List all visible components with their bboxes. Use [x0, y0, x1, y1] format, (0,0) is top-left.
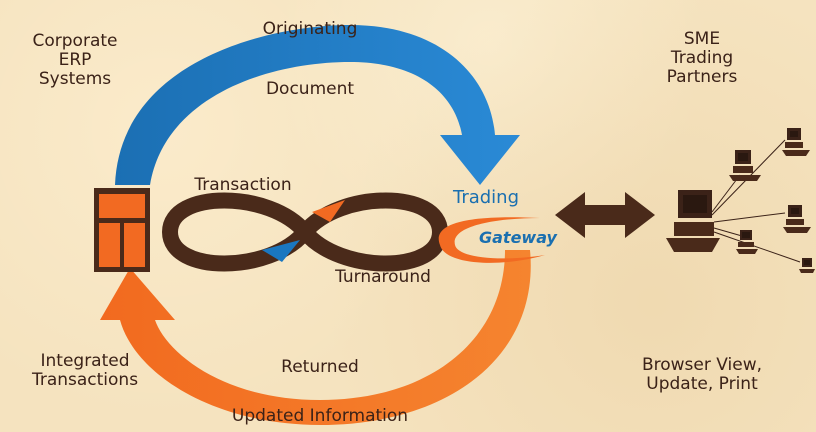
document-label: Document — [265, 79, 355, 99]
computer-network-icon — [666, 128, 815, 273]
main-computer-icon — [666, 190, 720, 252]
gateway-label: Gateway — [479, 228, 557, 247]
small-computer-icon — [729, 150, 761, 181]
small-computer-icon — [736, 230, 758, 254]
sme-partners-label: SME Trading Partners — [632, 30, 772, 87]
integrated-transactions-label: Integrated Transactions — [10, 352, 160, 390]
small-computer-icon — [799, 258, 815, 273]
sme-partners-text: SME Trading Partners — [666, 29, 738, 87]
transaction-label: Transaction — [194, 175, 292, 195]
small-computer-icon — [782, 128, 810, 156]
turnaround-label: Turnaround — [335, 267, 431, 287]
returned-information-arrow — [100, 250, 531, 425]
originating-label: Originating — [262, 19, 358, 39]
gateway-swoosh — [438, 217, 545, 263]
trading-label: Trading — [452, 187, 520, 208]
erp-cabinet-icon — [94, 188, 150, 272]
corporate-erp-text: Corporate ERP Systems — [32, 31, 118, 89]
infinity-loop-icon — [162, 192, 448, 272]
updated-information-label: Updated Information — [231, 406, 409, 426]
returned-label: Returned — [281, 357, 359, 377]
corporate-erp-label: Corporate ERP Systems — [20, 32, 130, 89]
integrated-transactions-text: Integrated Transactions — [31, 351, 139, 390]
small-computer-icon — [783, 205, 811, 233]
browser-view-text: Browser View, Update, Print — [641, 355, 763, 394]
bidirectional-arrow-icon — [555, 192, 655, 238]
originating-document-arrow — [115, 25, 520, 185]
browser-view-label: Browser View, Update, Print — [612, 356, 792, 394]
